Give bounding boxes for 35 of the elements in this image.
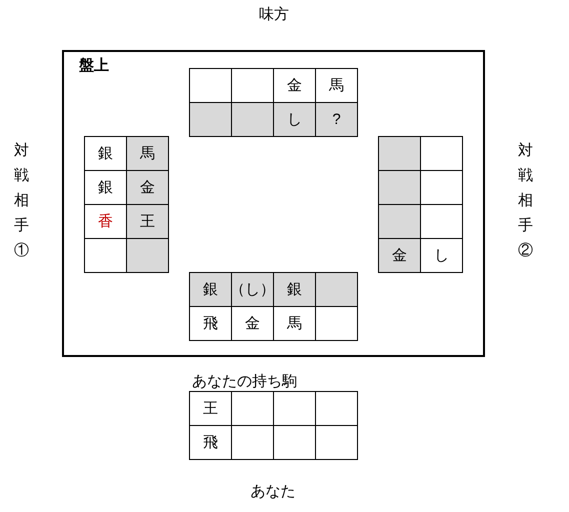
grid-cell: 金 (126, 170, 169, 205)
grid-cell (315, 306, 358, 341)
player-label: 対戦相手① (14, 141, 29, 261)
grid-cell: 金 (378, 238, 421, 273)
grid-cell (378, 204, 421, 239)
grid-cell: 王 (189, 391, 232, 426)
grid-cell (231, 102, 274, 137)
player-label: あなた (250, 484, 296, 500)
grid-cell (189, 68, 232, 103)
player-label: 対戦相手② (518, 141, 533, 261)
grid-cell (189, 102, 232, 137)
grid-cell (378, 170, 421, 205)
grid-cell: 飛 (189, 306, 232, 341)
grid-cell: し (420, 238, 463, 273)
grid-cell: 銀 (189, 272, 232, 307)
grid-cell (126, 238, 169, 273)
grid-cell: 王 (126, 204, 169, 239)
grid-cell: ? (315, 102, 358, 137)
grid-cell: 銀 (84, 136, 127, 171)
player-label: 味方 (259, 6, 289, 24)
grid-cell: 馬 (126, 136, 169, 171)
hand-heading: あなたの持ち駒 (192, 374, 297, 390)
grid-cell (378, 136, 421, 171)
grid-cell (84, 238, 127, 273)
grid-cell (315, 425, 358, 460)
board-title: 盤上 (79, 58, 109, 74)
grid-cell (315, 272, 358, 307)
grid-cell: し (273, 102, 316, 137)
grid-cell: 馬 (315, 68, 358, 103)
grid-cell: 銀 (273, 272, 316, 307)
grid-cell: 飛 (189, 425, 232, 460)
grid-cell (420, 136, 463, 171)
grid-cell: （し） (231, 272, 274, 307)
board-frame (62, 50, 485, 357)
grid-cell (315, 391, 358, 426)
